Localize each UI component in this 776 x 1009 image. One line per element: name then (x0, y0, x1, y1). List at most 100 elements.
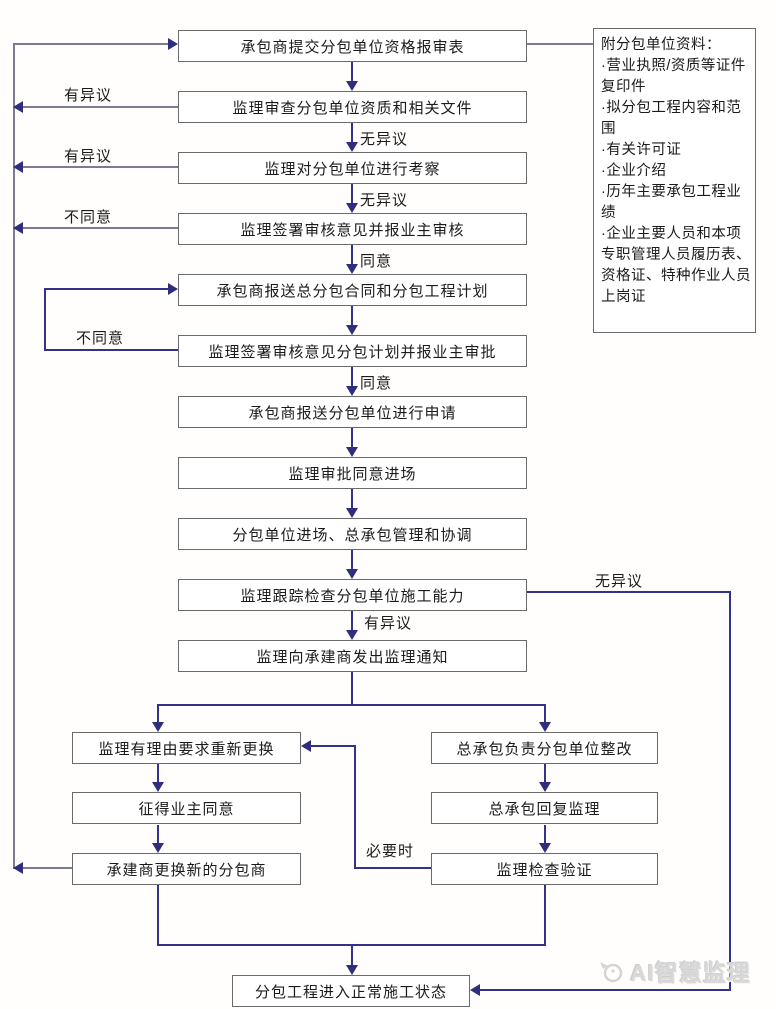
flow-line (20, 867, 72, 869)
flow-line (479, 989, 731, 991)
flow-line (157, 885, 159, 946)
flow-line (44, 288, 169, 290)
flow-line (310, 745, 356, 747)
flow-node-sign-plan-owner-approval: 监理签署审核意见分包计划并报业主审批 (178, 335, 527, 367)
flow-line (351, 306, 353, 326)
edge-label-agree-1: 同意 (360, 253, 393, 270)
attachment-panel: 附分包单位资料： ·营业执照/资质等证件复印件 ·拟分包工程内容和范围 ·有关许… (593, 28, 756, 333)
edge-label-disagree-1: 不同意 (64, 209, 113, 226)
flow-line (157, 825, 159, 844)
arrowhead-down (152, 782, 164, 792)
arrowhead-down (539, 722, 551, 732)
flow-node-reply-supervisor: 总承包回复监理 (431, 792, 658, 824)
flow-node-sign-opinion-owner-review: 监理签署审核意见并报业主审核 (178, 213, 527, 245)
arrowhead-down (346, 630, 358, 640)
flow-node-submit-application: 承包商报送分包单位进行申请 (178, 396, 527, 428)
flow-line (157, 764, 159, 783)
flow-line (544, 885, 546, 946)
flow-line (157, 704, 546, 706)
flow-line (351, 245, 353, 265)
arrowhead-down (346, 569, 358, 579)
flow-line (351, 62, 353, 82)
flow-line (351, 611, 353, 631)
arrowhead-left (470, 984, 480, 996)
arrowhead-down (152, 722, 164, 732)
arrowhead-down (346, 965, 358, 975)
arrowhead-down (346, 325, 358, 335)
watermark-logo-icon (600, 962, 623, 983)
arrowhead-down (152, 843, 164, 853)
flow-line (527, 591, 731, 593)
edge-label-when-necessary: 必要时 (366, 843, 415, 860)
panel-item: ·营业执照/资质等证件复印件 (601, 58, 746, 95)
flow-line (729, 591, 731, 991)
flow-node-submit-qualification: 承包商提交分包单位资格报审表 (178, 30, 527, 62)
watermark: AI智慧监理 (596, 954, 751, 988)
flow-line (354, 745, 356, 869)
flow-line (527, 43, 593, 45)
flow-line (20, 227, 178, 229)
flow-line (157, 704, 159, 723)
panel-item: ·有关许可证 (601, 142, 682, 158)
edge-label-agree-2: 同意 (360, 375, 393, 392)
flow-node-approve-entry: 监理审批同意进场 (178, 457, 527, 489)
arrowhead-right (168, 283, 178, 295)
flow-node-submit-contract-plan: 承包商报送总分包合同和分包工程计划 (178, 274, 527, 306)
arrowhead-left (13, 101, 23, 113)
flow-line (351, 367, 353, 387)
flow-line (20, 166, 178, 168)
flow-line (351, 489, 353, 509)
arrowhead-right (168, 38, 178, 50)
flow-line (13, 43, 169, 45)
panel-item: ·历年主要承包工程业绩 (601, 184, 742, 221)
arrowhead-down (346, 447, 358, 457)
flow-line (351, 672, 353, 706)
arrowhead-left (13, 161, 23, 173)
watermark-text: AI智慧监理 (630, 960, 751, 986)
flow-line (44, 349, 178, 351)
flow-line (351, 428, 353, 448)
flow-node-review-documents: 监理审查分包单位资质和相关文件 (178, 91, 527, 123)
flow-node-track-capability: 监理跟踪检查分包单位施工能力 (178, 579, 527, 611)
flow-node-owner-consent: 征得业主同意 (72, 792, 301, 824)
flow-node-replace-subcontractor: 承建商更换新的分包商 (72, 853, 301, 885)
arrowhead-left (13, 862, 23, 874)
flow-node-inspect-subcontractor: 监理对分包单位进行考察 (178, 152, 527, 184)
arrowhead-down (539, 782, 551, 792)
edge-label-no-objection-1: 无异议 (360, 131, 409, 148)
flow-line (351, 944, 353, 966)
attachment-panel-title: 附分包单位资料： (601, 37, 721, 53)
flow-line (544, 825, 546, 844)
panel-item: ·企业介绍 (601, 163, 667, 179)
flow-line (351, 123, 353, 143)
panel-item: ·拟分包工程内容和范围 (601, 100, 742, 137)
flow-node-verify-check: 监理检查验证 (431, 853, 658, 885)
edge-label-objection-3: 有异议 (364, 615, 413, 632)
edge-label-disagree-2: 不同意 (76, 330, 125, 347)
panel-item: ·企业主要人员和本项专职管理人员履历表、资格证、特种作业人员上岗证 (601, 226, 751, 305)
arrowhead-down (346, 264, 358, 274)
edge-label-objection-2: 有异议 (64, 148, 113, 165)
edge-label-no-objection-2: 无异议 (360, 192, 409, 209)
edge-label-objection-1: 有异议 (64, 87, 113, 104)
flow-node-entry-management: 分包单位进场、总承包管理和协调 (178, 518, 527, 550)
flow-line (354, 867, 431, 869)
edge-label-no-objection-3: 无异议 (595, 573, 644, 590)
flow-line (351, 184, 353, 204)
arrowhead-left (13, 222, 23, 234)
arrowhead-left (301, 740, 311, 752)
flow-node-rectification: 总承包负责分包单位整改 (431, 732, 658, 764)
arrowhead-down (346, 203, 358, 213)
flow-node-normal-construction: 分包工程进入正常施工状态 (232, 975, 470, 1007)
arrowhead-down (539, 843, 551, 853)
arrowhead-down (346, 142, 358, 152)
flow-line (351, 550, 353, 570)
flow-node-issue-notice: 监理向承建商发出监理通知 (178, 640, 527, 672)
flow-line (20, 106, 178, 108)
flow-line (544, 764, 546, 783)
flow-line (13, 44, 15, 869)
arrowhead-down (346, 81, 358, 91)
flow-line (44, 289, 46, 351)
flow-node-request-replacement: 监理有理由要求重新更换 (72, 732, 301, 764)
